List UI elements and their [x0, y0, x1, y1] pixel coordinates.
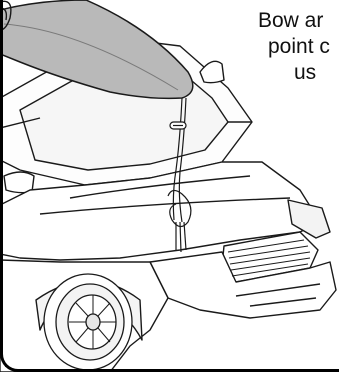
instruction-caption: Bow ar point c us — [258, 8, 339, 86]
caption-line-1: Bow ar — [258, 8, 339, 34]
hood-clip — [170, 122, 186, 129]
caption-line-3: us — [294, 60, 339, 86]
caption-line-2: point c — [268, 34, 339, 60]
front-wheel — [44, 274, 132, 370]
